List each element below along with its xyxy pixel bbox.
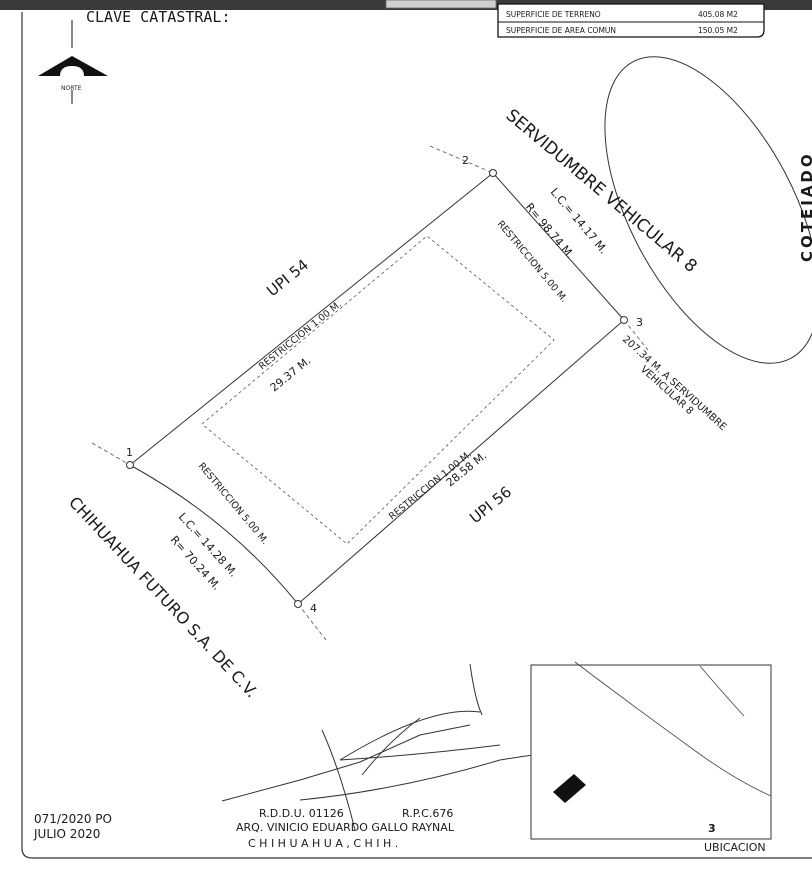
clave-catastral-label: CLAVE CATASTRAL: [86, 8, 231, 26]
vertex-2-label: 2 [462, 154, 469, 167]
cotejado-label: COTEJADO [798, 151, 812, 262]
street-sw-label: CHIHUAHUA FUTURO S.A. DE C.V. [65, 493, 261, 702]
document-date: JULIO 2020 [33, 827, 100, 841]
signature [221, 663, 611, 831]
surface-land-value: 405.08 M2 [698, 10, 738, 19]
vertex-4-label: 4 [310, 602, 317, 615]
upi-56-label: UPI 56 [466, 483, 515, 527]
vertex-4-marker [294, 600, 302, 608]
surface-common-value: 150.05 M2 [698, 26, 738, 35]
restriction-se-label: RESTRICCION 1.00 M. [387, 449, 474, 522]
vertex-3-label: 3 [636, 316, 643, 329]
vertex-1-marker [126, 461, 134, 469]
vertex-2-marker [489, 169, 497, 177]
location-label: UBICACION [704, 841, 766, 854]
vertex-1-label: 1 [126, 446, 133, 459]
vertex-markers: 1 2 3 4 [126, 154, 643, 615]
upi-54-label: UPI 54 [263, 256, 312, 300]
north-label: NORTE [61, 85, 82, 92]
architect-name: ARQ. VINICIO EDUARDO GALLO RAYNAL [236, 821, 455, 834]
surface-common-label: SUPERFICIE DE AREA COMUN [506, 26, 616, 35]
north-arrow-icon: NORTE [38, 20, 108, 104]
distance-line-1: 207.34 M. A SERVIDUMBRE [620, 334, 728, 433]
document-number: 071/2020 PO [34, 812, 112, 826]
lot-boundary [91, 145, 649, 641]
rpc-label: R.P.C.676 [402, 807, 453, 820]
location-inset: 3 UBICACION [530, 661, 772, 854]
city-label: C H I H U A H U A , C H I H . [248, 837, 398, 850]
surface-land-label: SUPERFICIE DE TERRENO [506, 10, 601, 19]
location-number: 3 [708, 822, 716, 835]
page-frame [21, 12, 812, 859]
surface-table: SUPERFICIE DE TERRENO 405.08 M2 SUPERFIC… [385, 0, 765, 38]
cotejado-seal: COTEJADO [604, 56, 812, 364]
location-marker [553, 774, 586, 803]
vertex-3-marker [620, 316, 628, 324]
rddu-label: R.D.D.U. 01126 [259, 807, 344, 820]
